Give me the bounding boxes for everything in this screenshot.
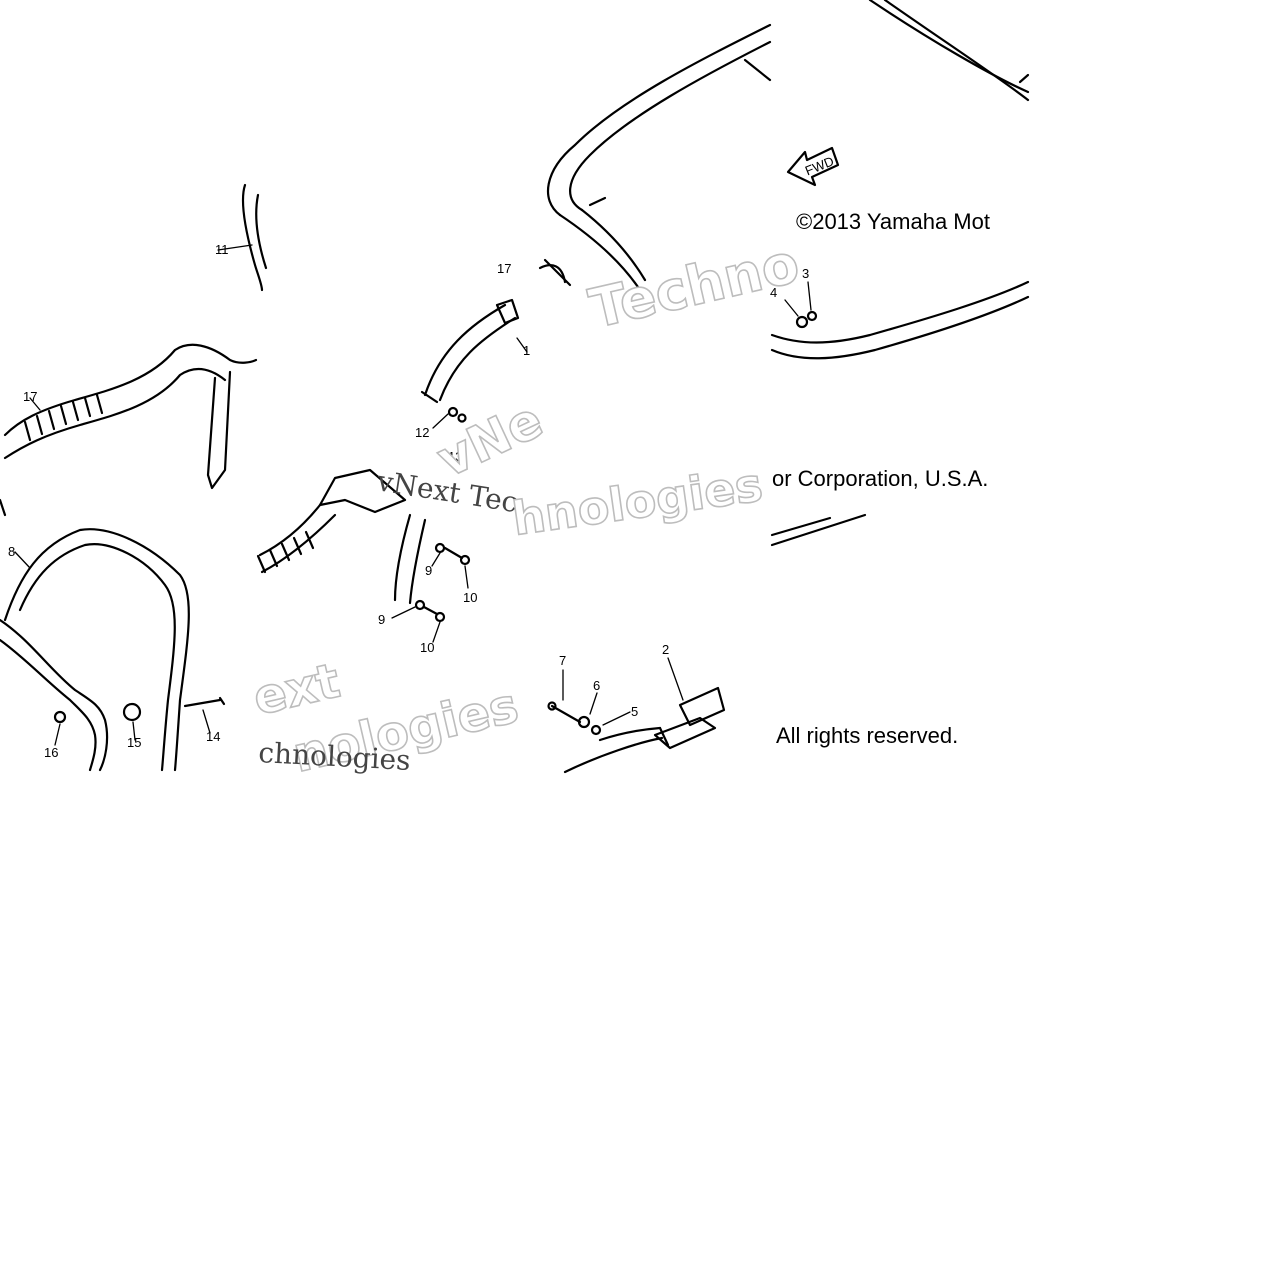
watermark-1: Techno bbox=[584, 232, 805, 341]
watermark-5: ext bbox=[248, 653, 345, 727]
frame-tube-top-right bbox=[770, 0, 1030, 547]
callout-3: 3 bbox=[802, 266, 809, 281]
callout-15: 15 bbox=[127, 735, 141, 750]
callout-13: 13 bbox=[448, 449, 462, 464]
callout-16: 16 bbox=[44, 745, 58, 760]
callout-9b: 9 bbox=[378, 612, 385, 627]
watermark-4: hnologies bbox=[509, 457, 766, 546]
stay-bracket bbox=[391, 513, 471, 643]
callout-9a: 9 bbox=[425, 563, 432, 578]
copyright-line-2: or Corporation, U.S.A. bbox=[772, 466, 988, 491]
callout-4: 4 bbox=[770, 285, 777, 300]
callout-11: 11 bbox=[215, 242, 229, 257]
callout-7: 7 bbox=[559, 653, 566, 668]
callout-14: 14 bbox=[206, 729, 220, 744]
handle-grip-left bbox=[256, 468, 407, 574]
fwd-arrow-icon: FWD bbox=[786, 146, 840, 187]
callout-8: 8 bbox=[8, 544, 15, 559]
callout-10a: 10 bbox=[463, 590, 477, 605]
callout-6: 6 bbox=[593, 678, 600, 693]
watermark-7: chnologies bbox=[258, 736, 412, 777]
grab-bar-assembly bbox=[420, 23, 772, 429]
copyright-line-3: All rights reserved. bbox=[776, 723, 958, 748]
rear-bar-left bbox=[0, 183, 268, 517]
backrest-frame-8 bbox=[0, 528, 226, 772]
bolt-assembly-3-4 bbox=[784, 281, 818, 329]
callout-5: 5 bbox=[631, 704, 638, 719]
callout-10b: 10 bbox=[420, 640, 434, 655]
callout-12: 12 bbox=[415, 425, 429, 440]
callout-17b: 17 bbox=[497, 261, 511, 276]
callout-1: 1 bbox=[523, 343, 530, 358]
watermark-3: vNe bbox=[429, 391, 552, 489]
copyright-line-1: ©2013 Yamaha Mot bbox=[796, 209, 990, 234]
callout-2: 2 bbox=[662, 642, 669, 657]
grip-assembly-2 bbox=[547, 657, 726, 774]
callout-17a: 17 bbox=[23, 389, 37, 404]
